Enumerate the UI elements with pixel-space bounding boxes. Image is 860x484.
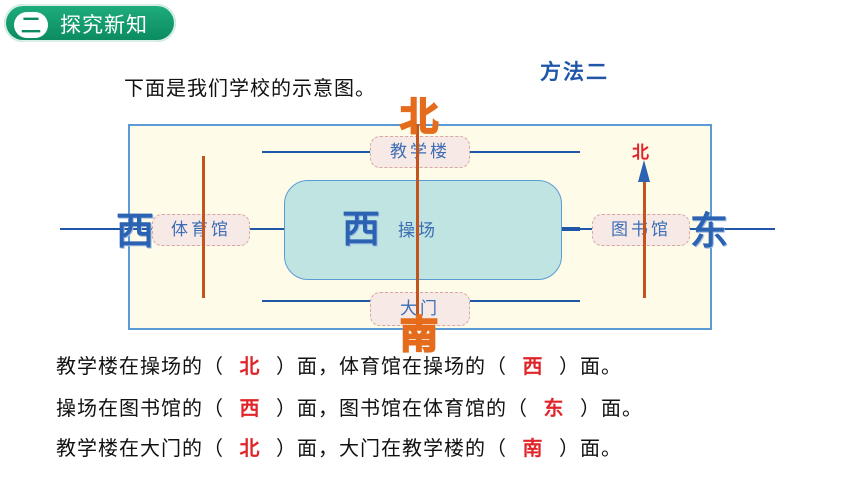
- section-badge: 二 探究新知: [4, 4, 176, 42]
- intro-text: 下面是我们学校的示意图。: [124, 76, 376, 100]
- sentence-1: 教学楼在操场的（ 北 ）面，体育馆在操场的（ 西 ）面。: [56, 350, 622, 379]
- sentence-text: 操场在图书馆的（: [56, 396, 224, 420]
- section-title: 探究新知: [60, 13, 148, 37]
- sentence-3: 教学楼在大门的（ 北 ）面，大门在教学楼的（ 南 ）面。: [56, 432, 622, 461]
- gate-building: 大门: [370, 292, 470, 326]
- gym-building: 体育馆: [152, 214, 250, 246]
- answer-blank: 南: [522, 436, 544, 460]
- sentence-text: ）面。: [580, 396, 643, 420]
- sentence-text: 教学楼在大门的（: [56, 436, 224, 460]
- sentence-2: 操场在图书馆的（ 西 ）面，图书馆在体育馆的（ 东 ）面。: [56, 392, 643, 421]
- answer-blank: 西: [239, 396, 261, 420]
- gym-vertical-line: [202, 156, 205, 298]
- answer-blank: 北: [239, 436, 261, 460]
- west-label: 西: [116, 209, 155, 253]
- answer-blank: 北: [239, 354, 261, 378]
- section-number: 二: [14, 12, 48, 38]
- method-label: 方法二: [540, 60, 609, 84]
- compass-arrow-icon: [638, 160, 650, 182]
- library-building: 图书馆: [592, 214, 690, 246]
- north-south-line: [416, 124, 419, 322]
- west-center-label: 西: [342, 207, 381, 251]
- sentence-text: ）面。: [559, 354, 622, 378]
- east-label: 东: [690, 209, 729, 253]
- north-label: 北: [399, 95, 439, 139]
- playing-field: [284, 180, 562, 280]
- answer-blank: 西: [522, 354, 544, 378]
- compass-north-label: 北: [632, 143, 649, 163]
- sentence-text: ）面，体育馆在操场的（: [276, 354, 507, 378]
- sentence-text: ）面，图书馆在体育馆的（: [276, 396, 528, 420]
- teaching-building: 教学楼: [370, 136, 470, 168]
- sentence-text: 教学楼在操场的（: [56, 354, 224, 378]
- south-label: 南: [399, 313, 439, 357]
- sentence-text: ）面。: [559, 436, 622, 460]
- library-vertical-line: [643, 178, 646, 298]
- sentence-text: ）面，大门在教学楼的（: [276, 436, 507, 460]
- answer-blank: 东: [543, 396, 565, 420]
